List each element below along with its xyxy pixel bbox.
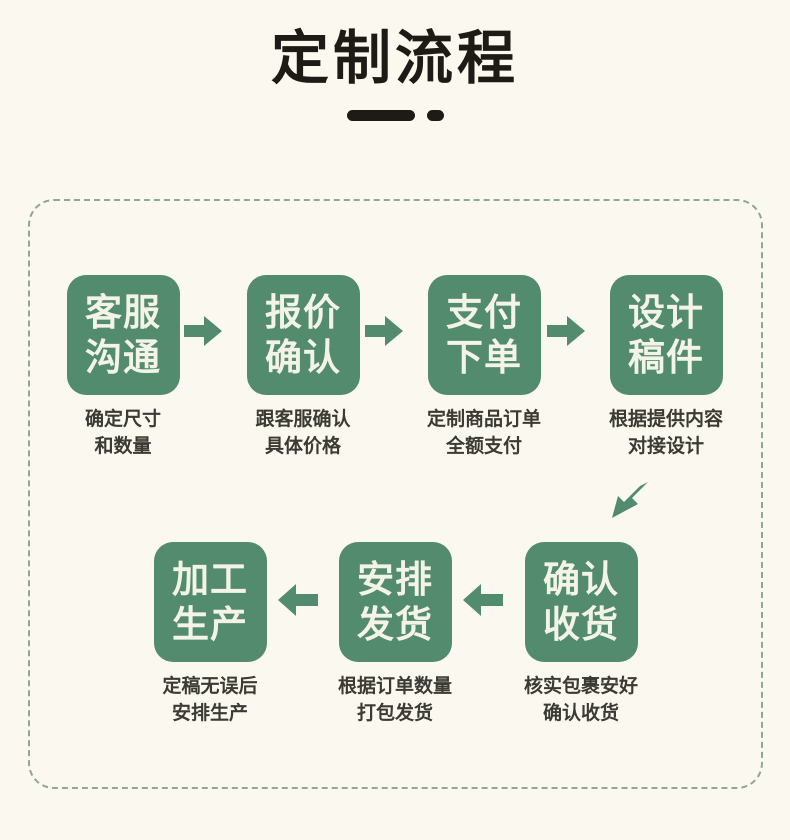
flow-step-4-caption-line-1: 根据提供内容: [608, 409, 723, 430]
flow-step-7-caption: 定稿无误后 安排生产: [125, 673, 295, 727]
flow-step-7-card-line-1: 加工: [172, 559, 248, 600]
flow-step-6-card-line-2: 发货: [357, 604, 433, 645]
flow-step-3-caption-line-1: 定制商品订单: [426, 409, 541, 430]
flow-step-6-card-line-1: 安排: [357, 559, 433, 600]
flow-step-3-card-line-2: 下单: [446, 337, 522, 378]
decoration-dot: [426, 110, 444, 122]
flow-step-7[interactable]: 加工 生产 定稿无误后 安排生产: [125, 542, 295, 727]
page-header: 定制流程: [0, 0, 790, 123]
arrow-right-icon: [365, 313, 405, 349]
flow-step-7-card-line-2: 生产: [172, 604, 248, 645]
flow-step-2-caption: 跟客服确认 具体价格: [218, 406, 388, 460]
flow-step-1[interactable]: 客服 沟通 确定尺寸 和数量: [38, 275, 208, 460]
flow-dashed-frame: [28, 199, 763, 789]
flow-step-3-card-line-1: 支付: [446, 292, 522, 333]
flow-step-7-caption-line-2: 安排生产: [171, 703, 248, 724]
arrow-left-icon: [461, 581, 503, 619]
flow-step-1-caption-line-1: 确定尺寸: [84, 409, 161, 430]
flow-step-7-card[interactable]: 加工 生产: [153, 542, 267, 662]
flow-step-2-card-line-2: 确认: [265, 337, 341, 378]
flow-step-2-caption-line-1: 跟客服确认: [255, 409, 351, 430]
flow-step-1-caption-line-2: 和数量: [94, 436, 152, 457]
flow-step-6-caption-line-2: 打包发货: [356, 703, 433, 724]
flow-step-5-caption-line-2: 确认收货: [542, 703, 619, 724]
flow-step-2[interactable]: 报价 确认 跟客服确认 具体价格: [218, 275, 388, 460]
flow-step-3-card[interactable]: 支付 下单: [427, 275, 541, 395]
flow-step-4-card[interactable]: 设计 稿件: [609, 275, 723, 395]
flow-step-4-card-line-1: 设计: [628, 292, 704, 333]
flow-step-5-card-line-1: 确认: [543, 559, 619, 600]
flow-step-4[interactable]: 设计 稿件 根据提供内容 对接设计: [581, 275, 751, 460]
flow-step-7-caption-line-1: 定稿无误后: [162, 676, 258, 697]
flow-step-1-card-line-2: 沟通: [85, 337, 161, 378]
flow-step-2-caption-line-2: 具体价格: [264, 436, 341, 457]
flow-step-6[interactable]: 安排 发货 根据订单数量 打包发货: [310, 542, 480, 727]
arrow-right-icon: [184, 313, 224, 349]
flow-step-4-card-line-2: 稿件: [628, 337, 704, 378]
flow-step-5-card[interactable]: 确认 收货: [524, 542, 638, 662]
flow-step-5-caption: 核实包裹安好 确认收货: [496, 673, 666, 727]
flow-step-1-card[interactable]: 客服 沟通: [66, 275, 180, 395]
flow-step-2-card[interactable]: 报价 确认: [246, 275, 360, 395]
flow-step-5-card-line-2: 收货: [543, 604, 619, 645]
page-title: 定制流程: [270, 26, 519, 91]
flow-step-4-caption: 根据提供内容 对接设计: [581, 406, 751, 460]
flow-step-3-caption: 定制商品订单 全额支付: [399, 406, 569, 460]
flow-step-2-card-line-1: 报价: [265, 292, 341, 333]
decoration-bar: [346, 110, 415, 122]
flow-step-4-caption-line-2: 对接设计: [627, 436, 704, 457]
flow-step-6-caption-line-1: 根据订单数量: [337, 676, 452, 697]
flow-step-1-card-line-1: 客服: [85, 292, 161, 333]
flow-step-3[interactable]: 支付 下单 定制商品订单 全额支付: [399, 275, 569, 460]
flow-step-1-caption: 确定尺寸 和数量: [38, 406, 208, 460]
flow-step-6-caption: 根据订单数量 打包发货: [310, 673, 480, 727]
flow-step-6-card[interactable]: 安排 发货: [338, 542, 452, 662]
flow-step-5-caption-line-1: 核实包裹安好: [523, 676, 638, 697]
arrow-left-icon: [276, 581, 318, 619]
arrow-right-icon: [547, 313, 587, 349]
arrow-down-left-icon: [600, 474, 652, 526]
flow-step-5[interactable]: 确认 收货 核实包裹安好 确认收货: [496, 542, 666, 727]
flow-step-3-caption-line-2: 全额支付: [445, 436, 522, 457]
title-decoration: [0, 109, 790, 123]
